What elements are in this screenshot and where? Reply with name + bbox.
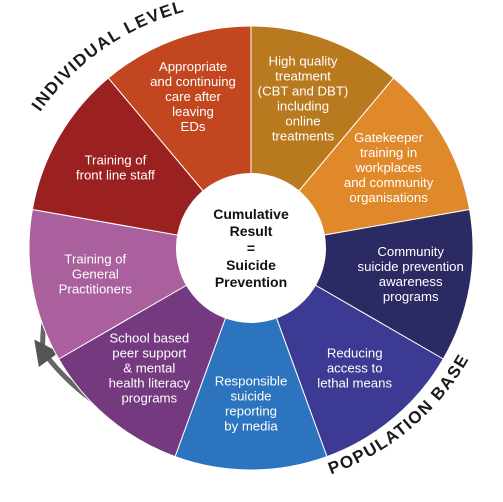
- segment-line: organisations: [349, 190, 428, 205]
- center-line: Prevention: [215, 274, 287, 290]
- segment-line: School based: [109, 330, 189, 345]
- segment-line: EDs: [181, 119, 206, 134]
- segment-line: treatments: [272, 129, 335, 144]
- segment-line: care after: [165, 89, 221, 104]
- segment-line: Community: [377, 244, 444, 259]
- segment-line: lethal means: [317, 375, 392, 390]
- segment-line: access to: [327, 360, 383, 375]
- center-circle: [176, 173, 326, 323]
- segment-line: suicide: [230, 389, 271, 404]
- segment-line: Gatekeeper: [354, 130, 424, 145]
- segment-line: by media: [224, 419, 278, 434]
- segment-line: treatment: [275, 69, 331, 84]
- segment-line: General: [72, 266, 119, 281]
- segment-line: Reducing: [327, 345, 383, 360]
- segment-line: Training of: [84, 153, 146, 168]
- segment-line: training in: [360, 145, 417, 160]
- center-line: Result: [230, 223, 273, 239]
- segment-line: including: [277, 99, 329, 114]
- segment-line: suicide prevention: [358, 259, 464, 274]
- segment-line: health literacy: [109, 375, 191, 390]
- center-line: Suicide: [226, 257, 276, 273]
- segment-line: (CBT and DBT): [258, 84, 349, 99]
- segment-line: High quality: [269, 54, 338, 69]
- segment-line: leaving: [172, 104, 214, 119]
- center-line: =: [247, 240, 255, 256]
- segment-line: awareness: [379, 274, 443, 289]
- segment-line: programs: [383, 289, 439, 304]
- segment-line: Appropriate: [159, 59, 227, 74]
- segment-line: Responsible: [215, 374, 288, 389]
- segment-line: programs: [121, 390, 177, 405]
- segment-line: and continuing: [150, 74, 236, 89]
- segment-line: reporting: [225, 404, 277, 419]
- segment-line: peer support: [112, 345, 186, 360]
- segment-line: Practitioners: [59, 281, 133, 296]
- segment-line: & mental: [123, 360, 175, 375]
- segment-line: front line staff: [76, 168, 155, 183]
- segment-line: Training of: [64, 251, 126, 266]
- center-line: Cumulative: [213, 206, 289, 222]
- segment-line: online: [285, 114, 320, 129]
- segment-line: workplaces: [355, 160, 422, 175]
- segment-line: and community: [344, 175, 434, 190]
